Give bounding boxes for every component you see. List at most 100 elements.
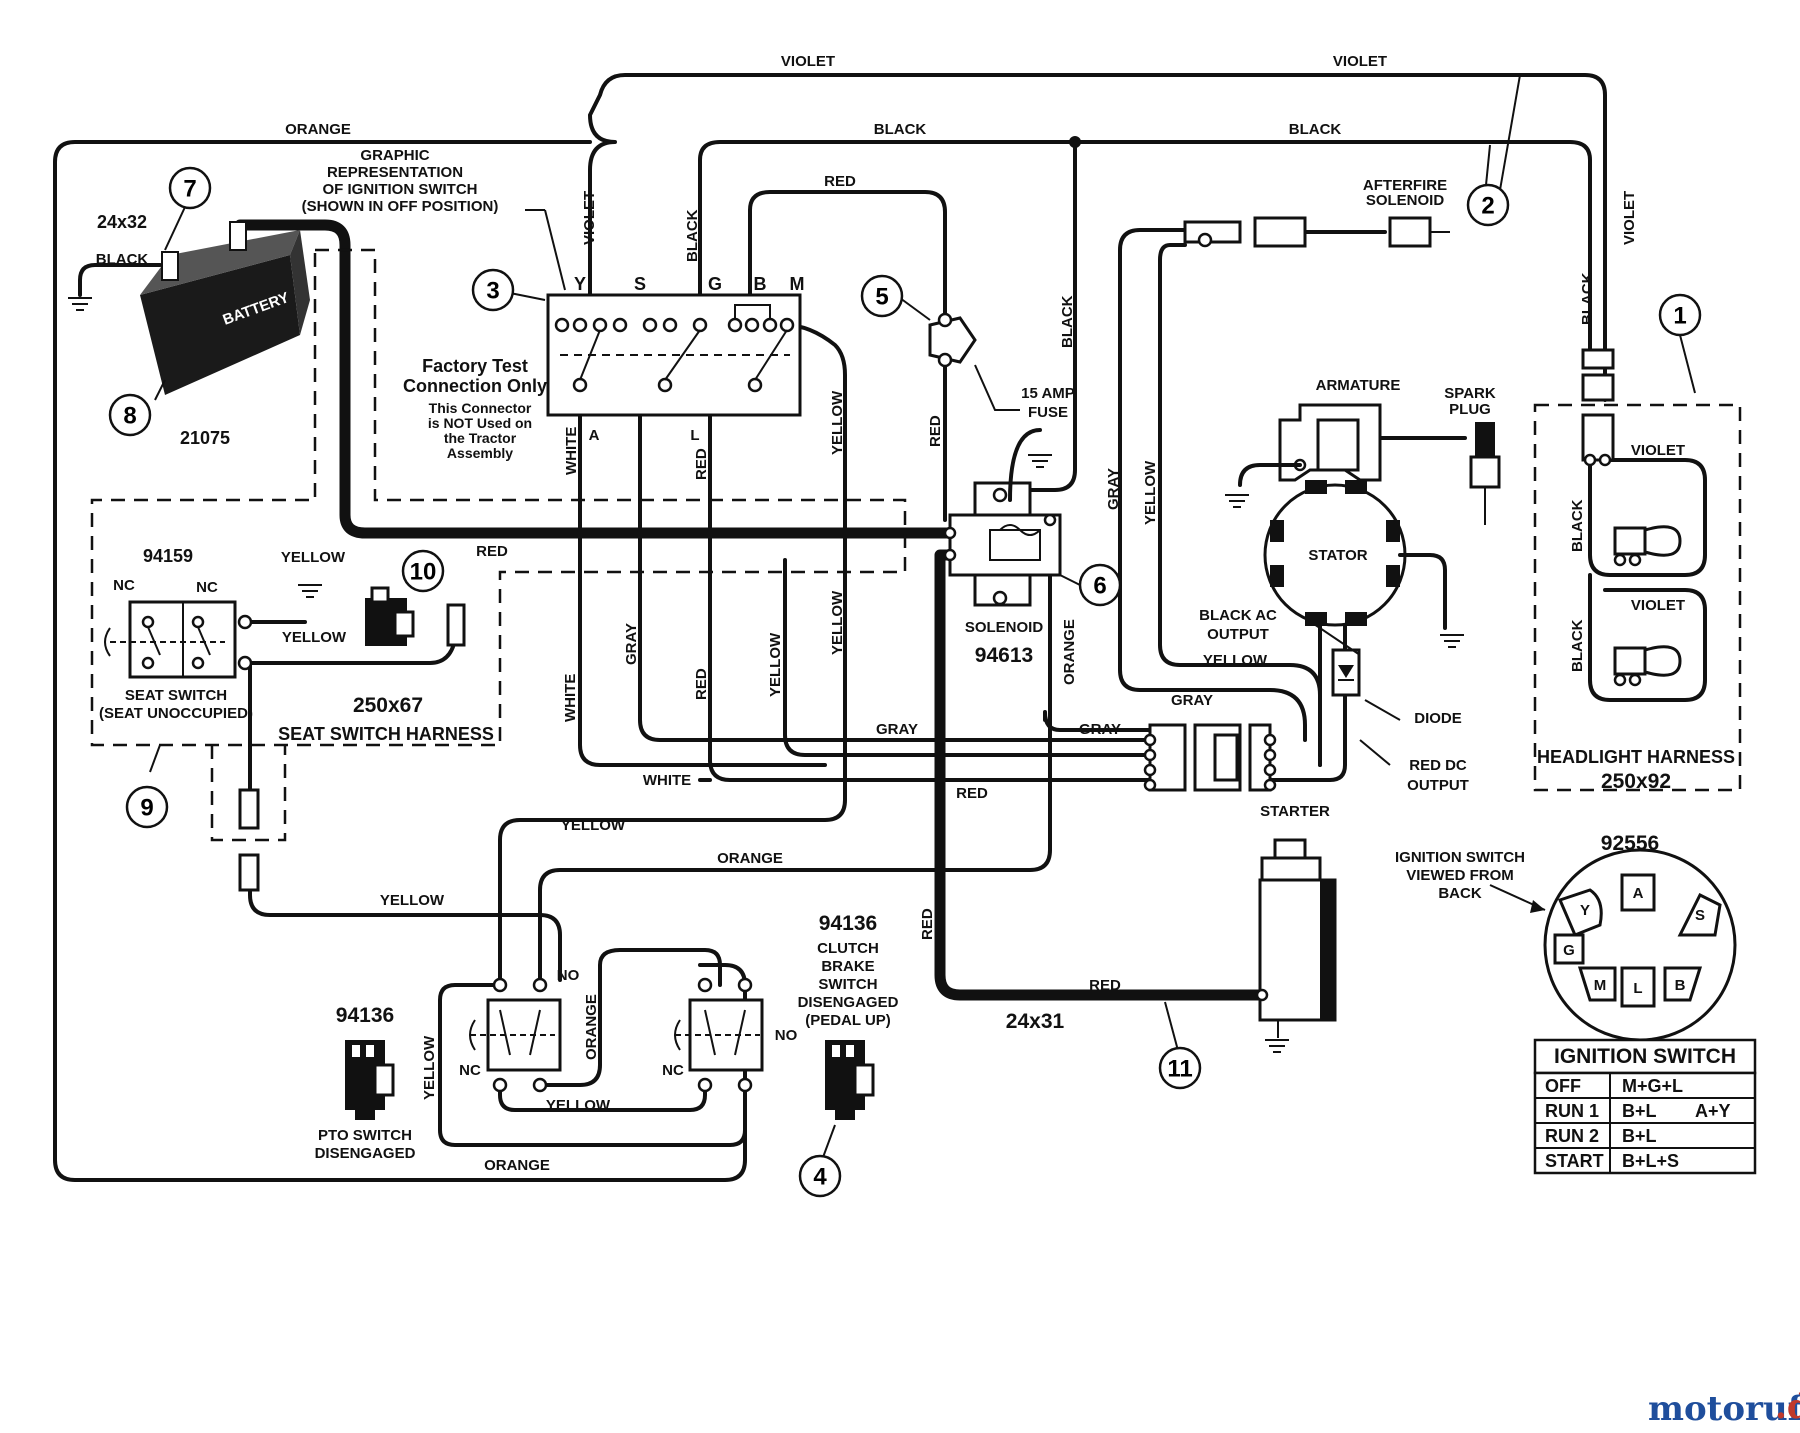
wire-label: YELLOW [829,390,846,455]
pto-switch-picture [345,1040,395,1120]
fuse [928,312,977,368]
starter-label: STARTER [1260,803,1330,820]
wire-headlight [1588,458,1707,577]
wire-headlight-2 [1588,573,1707,702]
wire-label: VIOLET [1631,597,1685,614]
ign-back-label: BACK [1438,885,1481,902]
headlight-bulb [1613,645,1682,687]
wire-black-top [698,140,1592,352]
seat-switch-label: (SEAT UNOCCUPIED) [99,705,253,722]
wire-red-fuse [748,190,947,322]
headlight-harness-size: 250x92 [1601,770,1671,793]
wire-pto-loop [438,983,747,1147]
wire-label: RED [476,543,508,560]
cable-starter-red [934,549,1266,1001]
ground-symbol [1440,634,1464,648]
ign-back-label: VIEWED FROM [1406,867,1514,884]
inline-connector [238,788,260,830]
pto-part: 94136 [336,1004,394,1027]
wire-label: GRAY [1105,468,1122,510]
wire-label: RED [693,448,710,480]
logo-text: motoruf [1648,1389,1800,1429]
wire-label: YELLOW [829,590,846,655]
svg-text:9: 9 [140,795,153,822]
table-pos: RUN 1 [1545,1101,1599,1121]
nc-label: NC [459,1062,481,1079]
svg-text:11: 11 [1167,1056,1192,1083]
wire-violet-top [588,73,1607,402]
wire-label: VIOLET [1631,442,1685,459]
no-label: NO [775,1027,798,1044]
solenoid [943,428,1062,607]
factory-test: Connection Only [403,376,547,396]
wire-label: RED [927,415,944,447]
seat-harness-drop [210,745,287,842]
wire-label: BLACK [1059,295,1076,348]
ign-letter: S [1695,907,1705,924]
ground-symbol [1265,1039,1289,1053]
ign-term: Y [574,274,586,294]
wire-label: VIOLET [581,191,598,245]
wire-battery-ground [78,263,162,297]
logo-suffix: .de [1775,1387,1800,1427]
ignition-table-title: IGNITION SWITCH [1554,1045,1736,1068]
wire-label: YELLOW [281,549,346,566]
armature-label: ARMATURE [1316,377,1401,394]
svg-text:5: 5 [875,284,888,311]
ign-term: L [690,427,699,444]
table-contacts: M+G+L [1622,1076,1683,1096]
callout-5: 5 [860,274,904,318]
callout-11: 11 [1158,1046,1202,1090]
wire-label: ORANGE [484,1157,550,1174]
red-dc-label: OUTPUT [1407,777,1469,794]
starter-motor [1255,838,1337,1038]
motoruf-logo: motoruf .de [1648,1387,1800,1429]
main-connector [1143,723,1277,792]
spark-plug-label: PLUG [1449,401,1491,418]
clutch-switch-picture [825,1040,875,1120]
ign-term: M [790,274,805,294]
armature [1238,403,1382,487]
wire-red-l [708,398,1152,782]
diode-label: DIODE [1414,710,1462,727]
callout-9: 9 [125,785,169,829]
wire-label: VIOLET [1621,191,1638,245]
connector-note: Assembly [447,445,513,461]
nc-label: NC [662,1062,684,1079]
callout-8: 8 [108,393,152,437]
wire-labels: VIOLET VIOLET ORANGE BLACK BLACK RED VIO… [96,53,1638,1174]
wire-label: ORANGE [285,121,351,138]
wire-label: BLACK [1579,272,1596,325]
wire-label: RED [919,908,936,940]
wire-red-dc [1268,618,1347,782]
wire-yellow-m [498,323,847,982]
pto-label: PTO SWITCH [318,1127,412,1144]
wire-label: BLACK [874,121,927,138]
svg-text:1: 1 [1673,303,1686,330]
wire-label: ORANGE [583,994,600,1060]
ign-back-label: IGNITION SWITCH [1395,849,1525,866]
wire-label: RED [824,173,856,190]
ignition-table: IGNITION SWITCH OFF M+G+L RUN 1 B+L A+Y … [1533,1038,1757,1175]
factory-test: Factory Test [422,356,528,376]
ign-letter: Y [1580,902,1590,919]
callout-7: 7 [168,166,212,210]
wire-label: WHITE [563,427,580,475]
nc-label: NC [196,579,218,596]
wire-label: YELLOW [1203,652,1268,669]
clutch-part: 94136 [819,912,877,935]
ground-symbol [68,297,92,311]
afterfire-label: SOLENOID [1366,192,1445,209]
red-dc-label: RED DC [1409,757,1467,774]
callout-2: 2 [1466,183,1510,227]
clutch-label: (PEDAL UP) [805,1012,891,1029]
callout-4: 4 [798,1154,842,1198]
test-connector [365,586,415,646]
ign-part: 92556 [1601,832,1659,855]
wire-label: VIOLET [781,53,835,70]
wire-label: YELLOW [421,1035,438,1100]
wire-seat-yellow-2 [243,638,457,665]
wire-gray-stator [1118,228,1307,742]
clutch-label: SWITCH [818,976,877,993]
svg-text:3: 3 [486,278,499,305]
